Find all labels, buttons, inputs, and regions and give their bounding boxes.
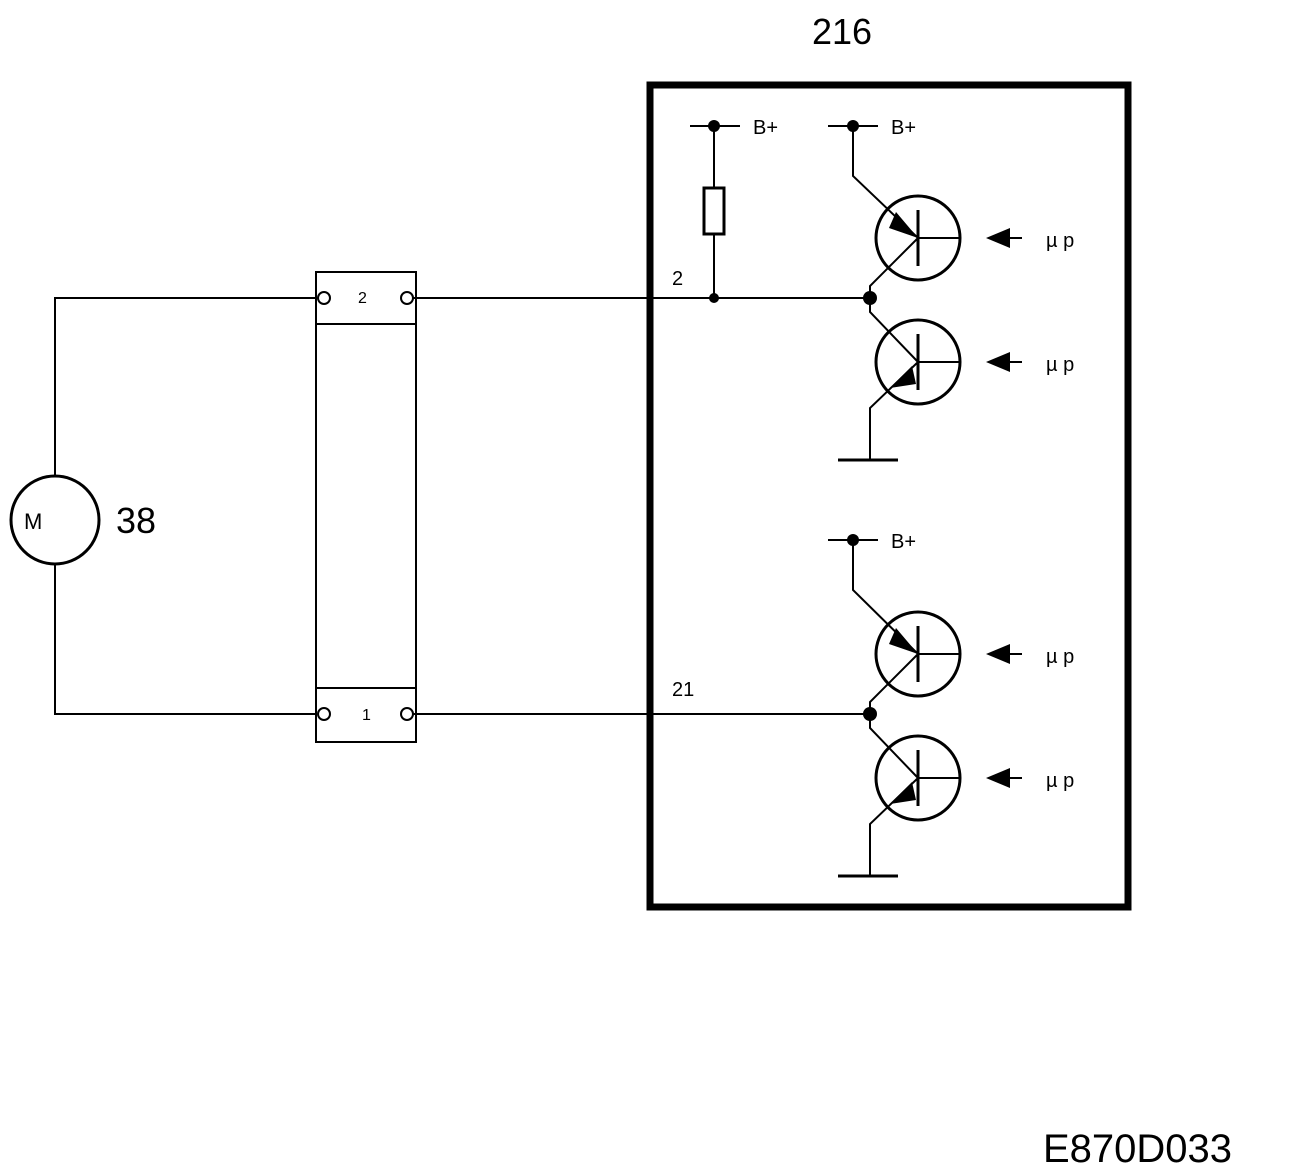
connector: 2 1: [315, 271, 417, 743]
supply-label-upper: B+: [891, 117, 916, 139]
control-arrow-1: [986, 228, 1010, 248]
resistor-junction: [709, 293, 719, 303]
motor-upper-wire: [54, 297, 316, 476]
supply-label-resistor: B+: [753, 117, 778, 139]
control-arrow-2: [986, 352, 1010, 372]
motor-symbol-label: M: [24, 509, 42, 534]
control-label-2: µ p: [1046, 354, 1074, 376]
resistor-icon: [702, 186, 726, 236]
motor-lower-wire: [54, 564, 316, 715]
reference-code-label: E870D033: [1043, 1127, 1232, 1171]
transistor-icon: [852, 126, 962, 298]
pin-lower-label: 21: [672, 679, 694, 701]
control-arrow-3: [986, 644, 1010, 664]
transistor-icon: [869, 714, 962, 876]
module-number-label: 216: [812, 11, 872, 52]
motor-icon: M: [9, 474, 101, 566]
supply-label-lower: B+: [891, 531, 916, 553]
transistor-icon: [869, 298, 962, 460]
motor-number-label: 38: [116, 500, 156, 541]
control-label-1: µ p: [1046, 230, 1074, 252]
control-arrow-4: [986, 768, 1010, 788]
connector-pin-top-label: 2: [358, 290, 367, 307]
pin-upper-label: 2: [672, 268, 683, 290]
control-module-box: [646, 81, 1132, 911]
control-label-4: µ p: [1046, 770, 1074, 792]
connector-pin-bottom-label: 1: [362, 707, 371, 724]
control-label-3: µ p: [1046, 646, 1074, 668]
transistor-icon: [852, 540, 962, 714]
